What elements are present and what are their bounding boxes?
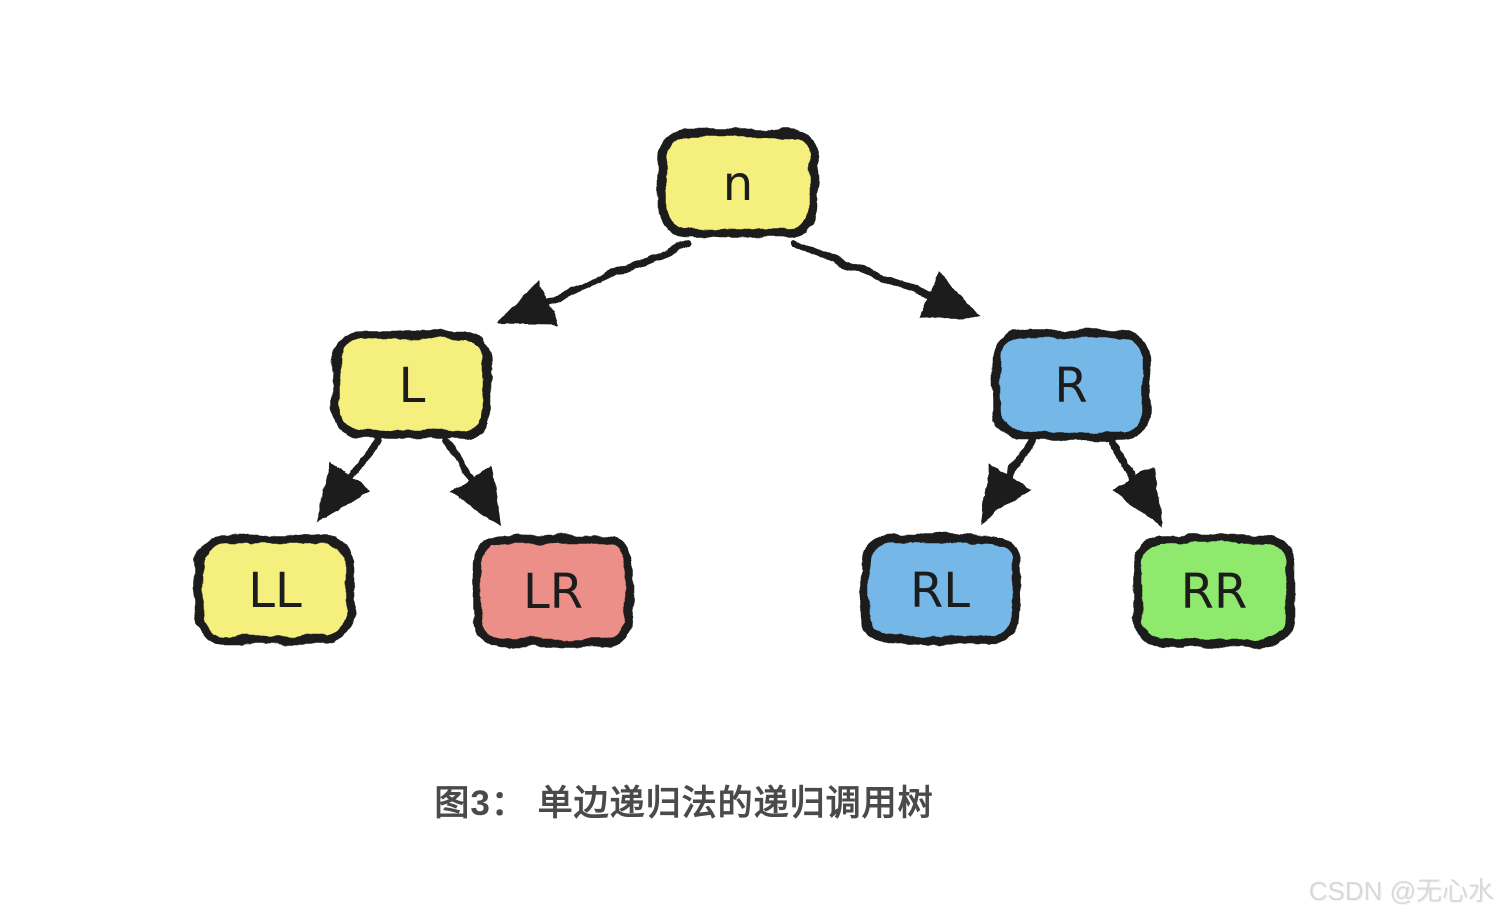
tree-node-n-box <box>657 128 819 238</box>
edge-arrow-l-to-lr <box>443 438 502 527</box>
tree-node-rl-box <box>860 534 1021 645</box>
tree-node-ll-label: LL <box>248 563 302 619</box>
tree-node-r-label: R <box>1054 358 1087 414</box>
tree-node-lr-box <box>472 534 634 648</box>
tree-node-rr-label: RR <box>1181 564 1248 620</box>
tree-node-l-box <box>331 330 493 440</box>
tree-node-l-label: L <box>399 358 426 414</box>
figure-caption: 图3： 单边递归法的递归调用树 <box>434 784 934 823</box>
tree-node-rl-label: RL <box>910 563 970 619</box>
tree-node-rr-box <box>1133 534 1296 648</box>
edge-arrow-r-to-rl <box>980 437 1036 525</box>
edge-arrow-r-to-rr <box>1108 438 1162 527</box>
edge-arrow-l-to-ll <box>316 437 382 522</box>
tree-node-n-label: n <box>723 156 753 212</box>
csdn-watermark: CSDN @无心水 <box>1308 876 1494 906</box>
edge-arrow-n-to-r <box>789 239 981 319</box>
tree-node-ll-box <box>194 534 355 645</box>
tree-node-r-box <box>991 329 1151 441</box>
edge-arrow-n-to-l <box>496 239 692 325</box>
tree-node-lr-label: LR <box>523 564 583 620</box>
